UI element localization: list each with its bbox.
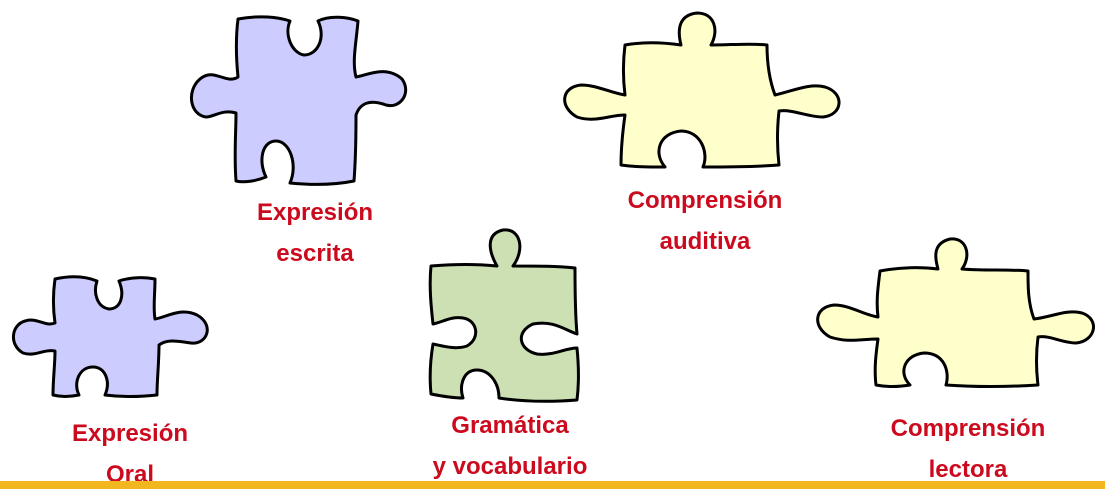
label-expresion-oral: Expresión Oral bbox=[45, 413, 215, 489]
label-line: Comprensión bbox=[627, 187, 783, 214]
label-gramatica-vocabulario: Gramática y vocabulario bbox=[415, 405, 605, 487]
puzzle-piece-shape bbox=[12, 275, 209, 398]
label-comprension-lectora: Comprensión lectora bbox=[858, 408, 1078, 489]
puzzle-piece-expresion-escrita-icon bbox=[190, 15, 408, 186]
label-line: Expresión bbox=[71, 420, 189, 447]
puzzle-piece-gramatica-vocabulario-icon bbox=[428, 228, 580, 403]
puzzle-piece-shape bbox=[428, 228, 580, 403]
label-line: Comprensión bbox=[890, 415, 1046, 442]
label-line: y vocabulario bbox=[432, 453, 588, 480]
puzzle-piece-expresion-oral-icon bbox=[12, 275, 209, 398]
label-comprension-auditiva: Comprensión auditiva bbox=[595, 180, 815, 262]
puzzle-piece-shape bbox=[816, 237, 1095, 388]
label-expresion-escrita: Expresión escrita bbox=[230, 192, 400, 274]
puzzle-piece-shape bbox=[190, 15, 408, 186]
label-line: escrita bbox=[276, 240, 354, 267]
label-line: Gramática bbox=[451, 412, 569, 439]
bottom-accent-bar bbox=[0, 481, 1105, 489]
puzzle-piece-comprension-auditiva-icon bbox=[563, 11, 841, 169]
label-line: Expresión bbox=[256, 199, 374, 226]
puzzle-piece-comprension-lectora-icon bbox=[816, 237, 1095, 388]
label-line: auditiva bbox=[659, 228, 751, 255]
puzzle-piece-shape bbox=[563, 11, 841, 169]
label-line: lectora bbox=[928, 456, 1008, 483]
